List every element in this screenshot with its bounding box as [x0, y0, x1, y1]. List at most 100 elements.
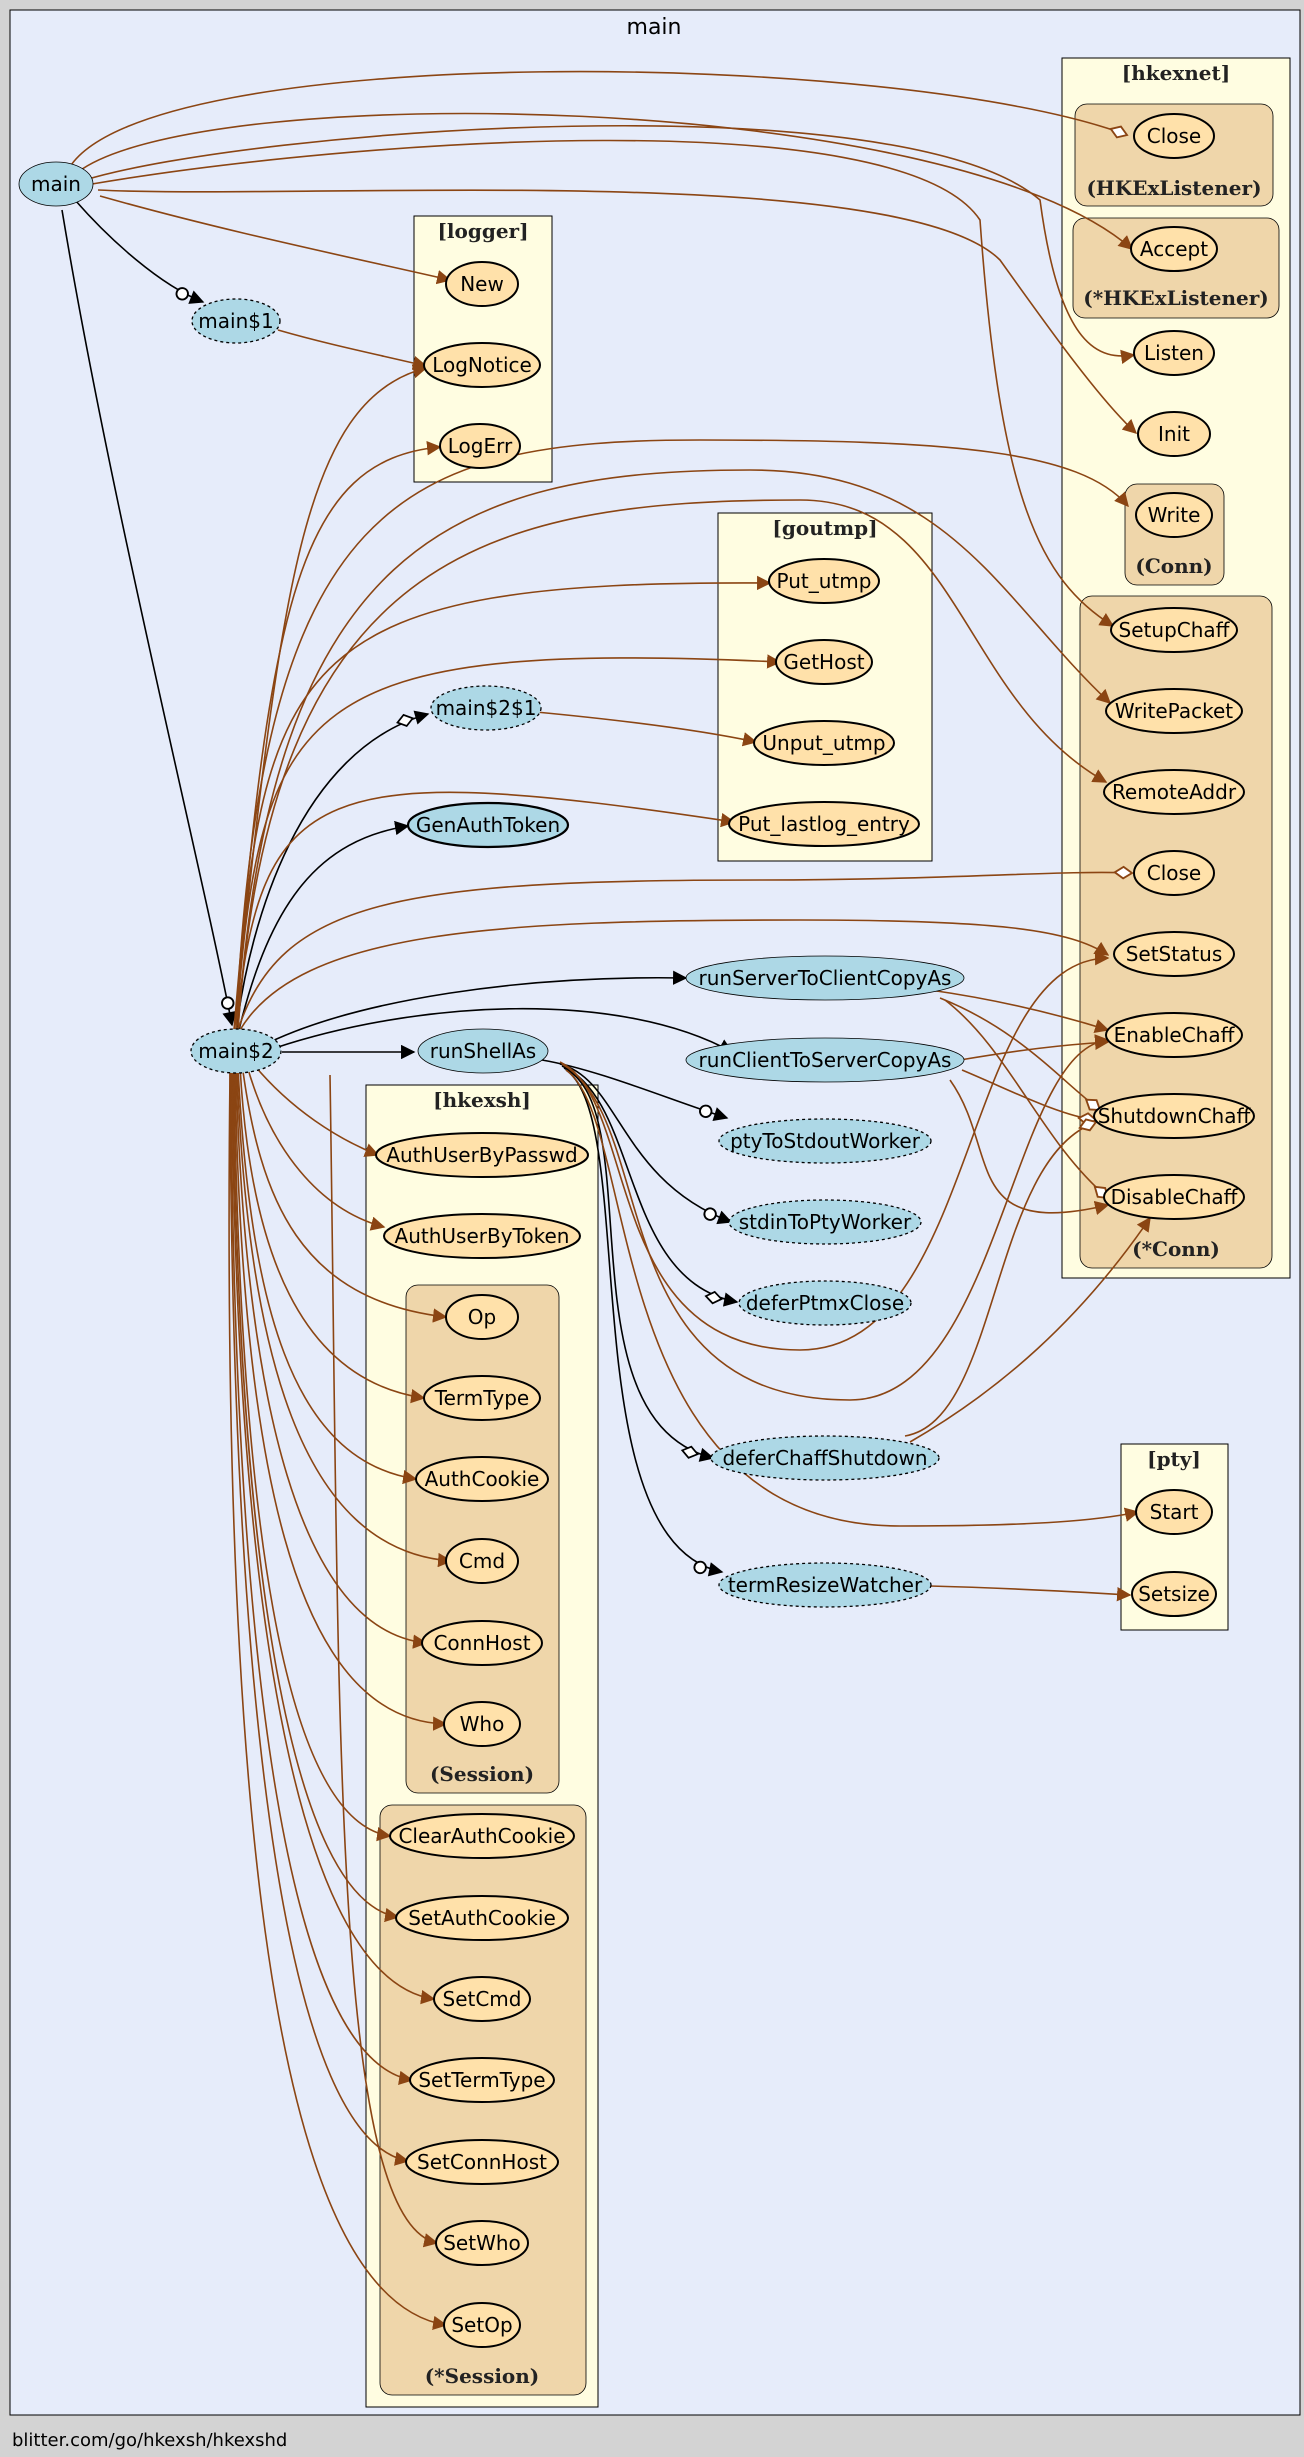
node-net-accept[interactable]: Accept	[1130, 226, 1218, 272]
edge-main2-who	[234, 1071, 448, 1731]
node-net-writepacket[interactable]: WritePacket	[1105, 688, 1243, 734]
node-sh-clearauthcookie[interactable]: ClearAuthCookie	[389, 1813, 575, 1859]
node-net-shutdownchaff[interactable]: ShutdownChaff	[1093, 1093, 1255, 1139]
edge-runserver-enablechaff	[929, 989, 1110, 1034]
node-net-remoteaddr-label: RemoteAddr	[1112, 780, 1237, 804]
edge-main2-put-utmp	[235, 575, 772, 1031]
node-main[interactable]: main	[18, 161, 94, 207]
edge-main2-runservertoclient	[269, 970, 688, 1043]
node-main21[interactable]: main$2$1	[430, 685, 542, 731]
edge-main-logger-new	[99, 195, 452, 285]
edge-main2-setwho	[329, 1074, 439, 2248]
node-sh-connhost[interactable]: ConnHost	[421, 1620, 543, 1666]
node-logger-new[interactable]: New	[445, 261, 519, 307]
node-sh-setauthcookie-label: SetAuthCookie	[408, 1906, 556, 1930]
edge-main2-runclienttoserver	[274, 1007, 734, 1053]
node-sh-authcookie[interactable]: AuthCookie	[415, 1456, 549, 1502]
node-ptytostdout[interactable]: ptyToStdoutWorker	[718, 1118, 932, 1164]
node-sh-authuserbypasswd[interactable]: AuthUserByPasswd	[375, 1132, 589, 1178]
node-sh-who-label: Who	[460, 1712, 505, 1736]
node-runshellas[interactable]: runShellAs	[417, 1028, 549, 1074]
node-genauthtoken[interactable]: GenAuthToken	[406, 801, 570, 849]
node-net-write[interactable]: Write	[1135, 492, 1213, 538]
node-deferchaffshutdown[interactable]: deferChaffShutdown	[710, 1435, 940, 1481]
node-sh-setconnhost-label: SetConnHost	[417, 2150, 547, 2174]
node-main-label: main	[31, 172, 81, 196]
node-runshellas-label: runShellAs	[430, 1039, 536, 1063]
edge-runshellas-pty-start	[565, 1069, 1140, 1527]
node-pty-setsize[interactable]: Setsize	[1131, 1571, 1217, 1617]
node-logger-logerr-label: LogErr	[448, 434, 513, 458]
node-net-listen[interactable]: Listen	[1133, 330, 1215, 376]
node-goutmp-put-utmp-label: Put_utmp	[777, 569, 872, 593]
node-goutmp-put-lastlog[interactable]: Put_lastlog_entry	[728, 801, 920, 847]
node-sh-cmd[interactable]: Cmd	[445, 1538, 519, 1584]
node-sh-authuserbytoken[interactable]: AuthUserByToken	[383, 1213, 581, 1259]
node-net-disablechaff[interactable]: DisableChaff	[1103, 1174, 1245, 1220]
node-goutmp-put-utmp[interactable]: Put_utmp	[768, 558, 880, 604]
node-logger-lognotice[interactable]: LogNotice	[423, 342, 541, 388]
node-sh-setop[interactable]: SetOp	[443, 2302, 521, 2348]
edge-main2-conn-close	[237, 865, 1134, 1031]
node-net-setupchaff[interactable]: SetupChaff	[1110, 607, 1238, 653]
edge-runshellas-termresizewatcher	[565, 1069, 724, 1577]
edge-main-setupchaff	[91, 139, 1115, 627]
node-deferptmxclose[interactable]: deferPtmxClose	[738, 1280, 912, 1326]
node-sh-op[interactable]: Op	[445, 1294, 519, 1340]
package-hkexnet-title: [hkexnet]	[1122, 61, 1230, 85]
node-stdintopty[interactable]: stdinToPtyWorker	[728, 1199, 922, 1245]
edge-main-accept	[77, 112, 1134, 250]
node-net-listener-close-label: Close	[1147, 124, 1201, 148]
edge-runserver-shutdownchaff	[939, 997, 1102, 1112]
node-sh-setop-label: SetOp	[451, 2313, 512, 2337]
node-net-disablechaff-label: DisableChaff	[1111, 1185, 1239, 1209]
graph-title: main	[627, 15, 682, 40]
edge-main-listen	[84, 125, 1136, 365]
node-sh-setcmd[interactable]: SetCmd	[433, 1976, 531, 2022]
node-sh-settermtype[interactable]: SetTermType	[409, 2057, 555, 2103]
edge-main2-op	[241, 1063, 448, 1323]
node-pty-start-label: Start	[1150, 1500, 1199, 1524]
node-logger-logerr[interactable]: LogErr	[439, 423, 521, 469]
node-pty-start[interactable]: Start	[1135, 1489, 1213, 1535]
node-net-remoteaddr[interactable]: RemoteAddr	[1103, 769, 1245, 815]
node-main2[interactable]: main$2	[190, 1028, 282, 1074]
node-main1[interactable]: main$1	[191, 298, 281, 344]
package-hkexsh-title: [hkexsh]	[433, 1088, 531, 1112]
footer-package-path: blitter.com/go/hkexsh/hkexshd	[12, 2430, 287, 2451]
edge-runshellas-deferchaffshutdown	[563, 1067, 715, 1462]
node-sh-setwho[interactable]: SetWho	[435, 2220, 529, 2266]
node-net-conn-close[interactable]: Close	[1133, 850, 1215, 896]
node-main1-label: main$1	[198, 309, 273, 333]
edge-main21-unput-utmp	[535, 711, 758, 747]
node-net-enablechaff[interactable]: EnableChaff	[1105, 1012, 1243, 1058]
node-net-init[interactable]: Init	[1137, 411, 1211, 457]
node-runservertoclient[interactable]: runServerToClientCopyAs	[685, 955, 965, 1001]
node-termresizewatcher[interactable]: termResizeWatcher	[718, 1562, 932, 1608]
node-sh-who[interactable]: Who	[443, 1701, 521, 1747]
node-net-accept-label: Accept	[1140, 237, 1208, 261]
node-goutmp-gethost[interactable]: GetHost	[775, 639, 873, 685]
node-net-setstatus[interactable]: SetStatus	[1113, 931, 1235, 977]
node-goutmp-unput-utmp[interactable]: Unput_utmp	[753, 720, 895, 766]
edge-main2-clearauthcookie	[233, 1071, 392, 1842]
node-runclienttoserver[interactable]: runClientToServerCopyAs	[685, 1037, 965, 1083]
edge-main2-settermtype	[230, 1071, 414, 2085]
node-net-listener-close[interactable]: Close	[1133, 113, 1215, 159]
node-sh-setauthcookie[interactable]: SetAuthCookie	[395, 1895, 569, 1941]
node-sh-connhost-label: ConnHost	[433, 1631, 530, 1655]
node-goutmp-unput-utmp-label: Unput_utmp	[762, 731, 885, 755]
package-pty-title: [pty]	[1147, 1447, 1201, 1471]
node-sh-op-label: Op	[468, 1305, 496, 1329]
node-sh-settermtype-label: SetTermType	[418, 2068, 545, 2092]
edge-runshellas-deferptmxclose	[561, 1065, 739, 1307]
edge-runclient-disablechaff	[949, 1079, 1110, 1215]
node-net-shutdownchaff-label: ShutdownChaff	[1098, 1104, 1252, 1128]
edge-main2-gethost	[235, 654, 782, 1031]
node-net-setstatus-label: SetStatus	[1126, 942, 1223, 966]
node-termresizewatcher-label: termResizeWatcher	[728, 1573, 923, 1597]
node-sh-setconnhost[interactable]: SetConnHost	[405, 2139, 559, 2185]
node-main21-label: main$2$1	[436, 696, 537, 720]
edge-main2-genauthtoken	[237, 820, 410, 1035]
node-sh-termtype[interactable]: TermType	[423, 1375, 541, 1421]
